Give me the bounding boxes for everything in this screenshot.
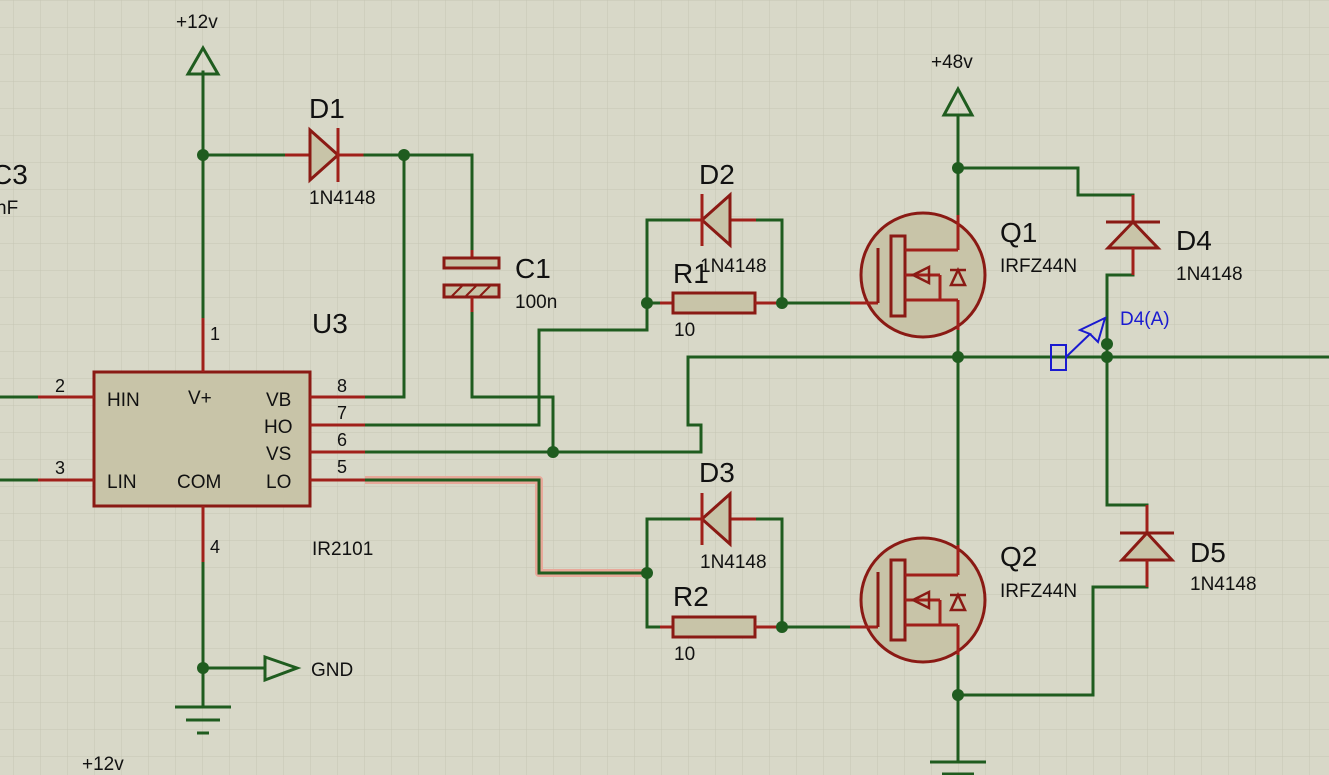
d1-ref-label: D1: [309, 93, 345, 124]
pin-number-6: 6: [337, 430, 347, 450]
diode-d5[interactable]: D5 1N4148: [1118, 505, 1257, 595]
power-terminal-12v-top[interactable]: +12v: [176, 12, 221, 76]
d3-ref-label: D3: [699, 457, 735, 488]
pin-number-7: 7: [337, 403, 347, 423]
q2-value-label: IRFZ44N: [1000, 581, 1077, 602]
mosfet-q2[interactable]: Q2 IRFZ44N: [850, 536, 1077, 664]
hv-label: +48v: [931, 52, 973, 73]
d2-ref-label: D2: [699, 159, 735, 190]
d2-value-label: 1N4148: [700, 256, 767, 277]
power-terminal-48v[interactable]: +48v: [931, 52, 975, 117]
ground-terminal-gnd[interactable]: GND: [263, 654, 353, 683]
capacitor-c1[interactable]: C1 100n: [442, 250, 557, 313]
voltage-probe-d4a[interactable]: D4(A): [1050, 309, 1170, 371]
q2-ref-label: Q2: [1000, 541, 1037, 572]
u3-ref-label: U3: [312, 308, 348, 339]
pin-number-3: 3: [55, 458, 65, 478]
pin-number-1: 1: [210, 324, 220, 344]
q1-value-label: IRFZ44N: [1000, 256, 1077, 277]
pin-number-2: 2: [55, 376, 65, 396]
pin-label-ho: HO: [264, 417, 293, 438]
pin-label-vplus: V+: [188, 388, 212, 409]
mosfet-q1[interactable]: Q1 IRFZ44N: [850, 211, 1077, 339]
c3-ref-label: C3: [0, 159, 28, 190]
resistor-r2[interactable]: R2 10: [660, 581, 782, 665]
d4-ref-label: D4: [1176, 225, 1212, 256]
r1-value-label: 10: [674, 320, 695, 341]
r1-ref-label: R1: [673, 258, 709, 289]
r2-value-label: 10: [674, 644, 695, 665]
capacitor-c3-partial[interactable]: C3 nF: [0, 159, 28, 219]
q1-ref-label: Q1: [1000, 217, 1037, 248]
probe-label: D4(A): [1120, 309, 1170, 330]
ic-u3[interactable]: HIN LIN V+ COM VB HO VS LO 1 2 3 4 8 7 6…: [38, 308, 373, 562]
vcc-bottom-label: +12v: [82, 754, 124, 775]
c1-ref-label: C1: [515, 253, 551, 284]
diode-d4[interactable]: D4 1N4148: [1104, 195, 1243, 285]
vcc-top-label: +12v: [176, 12, 218, 33]
ground-symbol-left: [175, 705, 231, 735]
gnd-label: GND: [311, 660, 353, 681]
d5-ref-label: D5: [1190, 537, 1226, 568]
pin-label-com: COM: [177, 472, 221, 493]
d3-value-label: 1N4148: [700, 552, 767, 573]
pin-label-vs: VS: [266, 444, 291, 465]
r2-ref-label: R2: [673, 581, 709, 612]
pin-label-hin: HIN: [107, 390, 140, 411]
junction-dots: [197, 149, 1113, 701]
pin-label-lin: LIN: [107, 472, 137, 493]
pin-label-vb: VB: [266, 390, 291, 411]
d5-value-label: 1N4148: [1190, 574, 1257, 595]
ground-symbol-right: [930, 760, 986, 775]
c1-value-label: 100n: [515, 292, 557, 313]
wires[interactable]: [0, 70, 1329, 764]
c3-value-label: nF: [0, 198, 18, 219]
pin-number-8: 8: [337, 376, 347, 396]
diode-d2[interactable]: D2 1N4148: [690, 159, 767, 277]
resistor-r1[interactable]: R1 10: [660, 258, 782, 341]
diode-d3[interactable]: D3 1N4148: [690, 457, 767, 573]
pin-label-lo: LO: [266, 472, 291, 493]
d4-value-label: 1N4148: [1176, 264, 1243, 285]
u3-part-label: IR2101: [312, 539, 373, 560]
pin-number-5: 5: [337, 457, 347, 477]
d1-value-label: 1N4148: [309, 188, 376, 209]
pin-number-4: 4: [210, 537, 220, 557]
diode-d1[interactable]: D1 1N4148: [285, 93, 387, 209]
